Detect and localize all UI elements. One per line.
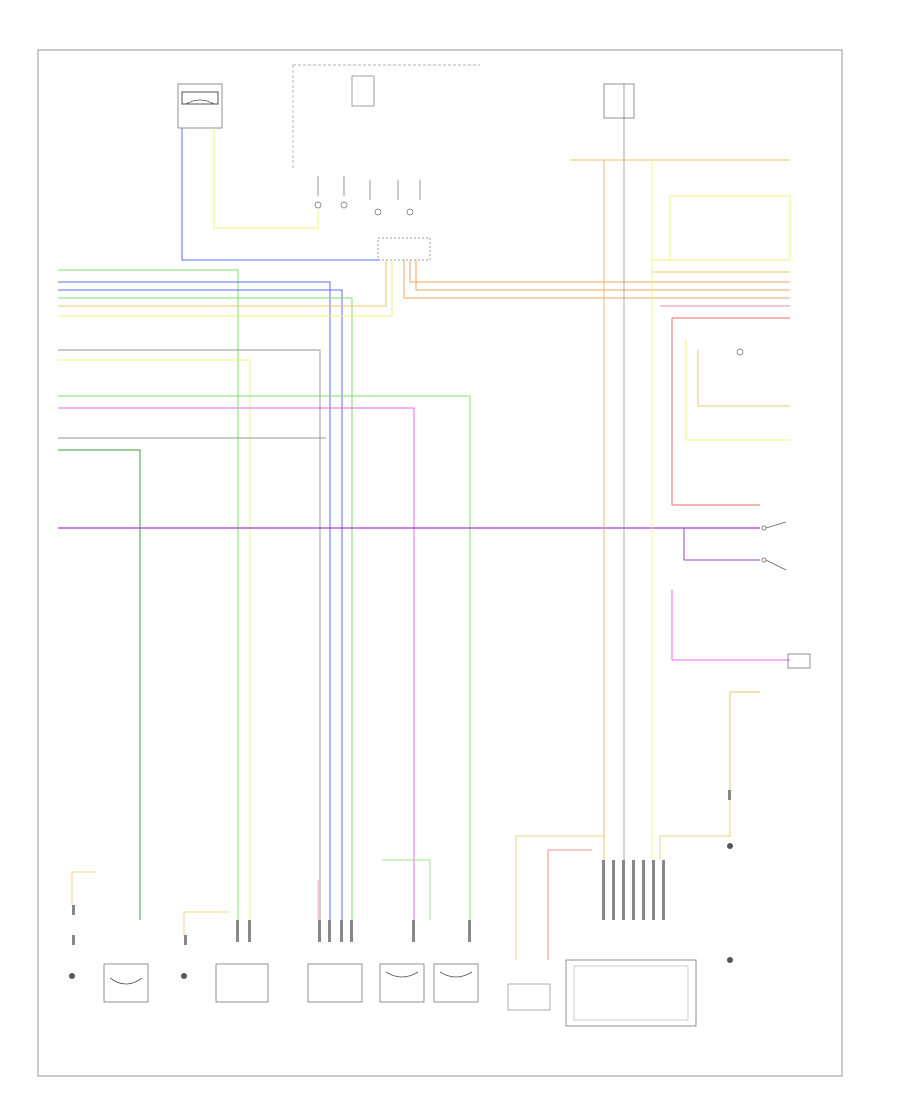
left-switch-assembly: [177, 83, 223, 129]
bottom-component-4: [379, 963, 425, 1003]
wire-tan-bottom-left: [71, 871, 96, 905]
wire-blue-switch: [181, 128, 380, 261]
switch-icon: [761, 521, 787, 571]
wire-red-module-3: [671, 318, 760, 506]
wire-tan-module-2: [697, 350, 790, 407]
wire-green-bottom: [382, 859, 431, 920]
central-connector: [314, 176, 431, 261]
ground-icon: [69, 843, 733, 979]
wire-green-1: [58, 269, 239, 920]
wire-tan-5: [58, 260, 387, 307]
wire-purple-switch: [683, 528, 760, 561]
wire-tan-bottom-left-2: [183, 911, 230, 935]
wire-green-8: [58, 395, 471, 920]
right-module-1-border: [670, 195, 791, 260]
wire-yellow-6: [58, 260, 393, 317]
diagram-frame: [37, 49, 843, 1077]
bottom-component-6: [565, 959, 697, 1027]
bottom-component-7: [507, 983, 551, 1011]
connector-icon: [72, 790, 731, 945]
wire-orange-right-1: [409, 260, 790, 283]
wire-tan-bottom: [516, 835, 605, 860]
bottom-component-3: [307, 963, 363, 1003]
wire-orange-right-2: [415, 260, 790, 291]
wire-magenta-module-4: [671, 590, 790, 661]
bottom-component-5: [433, 963, 479, 1003]
bottom-component-2: [215, 963, 269, 1003]
lamp-icon: [736, 348, 811, 669]
bottom-component-1: [103, 963, 149, 1003]
cluster-block: [292, 64, 480, 170]
fuse-block: [603, 83, 635, 158]
wire-yellow-switch: [213, 128, 319, 229]
wire-gray-1: [58, 349, 321, 920]
wire-yellow-7: [58, 359, 251, 920]
wire-magenta-9: [58, 407, 415, 920]
wire-blue-2: [58, 281, 331, 920]
wire-green-4: [58, 297, 353, 920]
wire-orange-right-3: [403, 260, 790, 299]
wire-blue-3: [58, 289, 343, 920]
wire-tan-bottom-right: [659, 800, 731, 860]
wire-darkgreen-11: [58, 449, 141, 920]
wire-yellow-module-2: [685, 340, 790, 441]
wire-tan-module-5: [729, 691, 760, 790]
